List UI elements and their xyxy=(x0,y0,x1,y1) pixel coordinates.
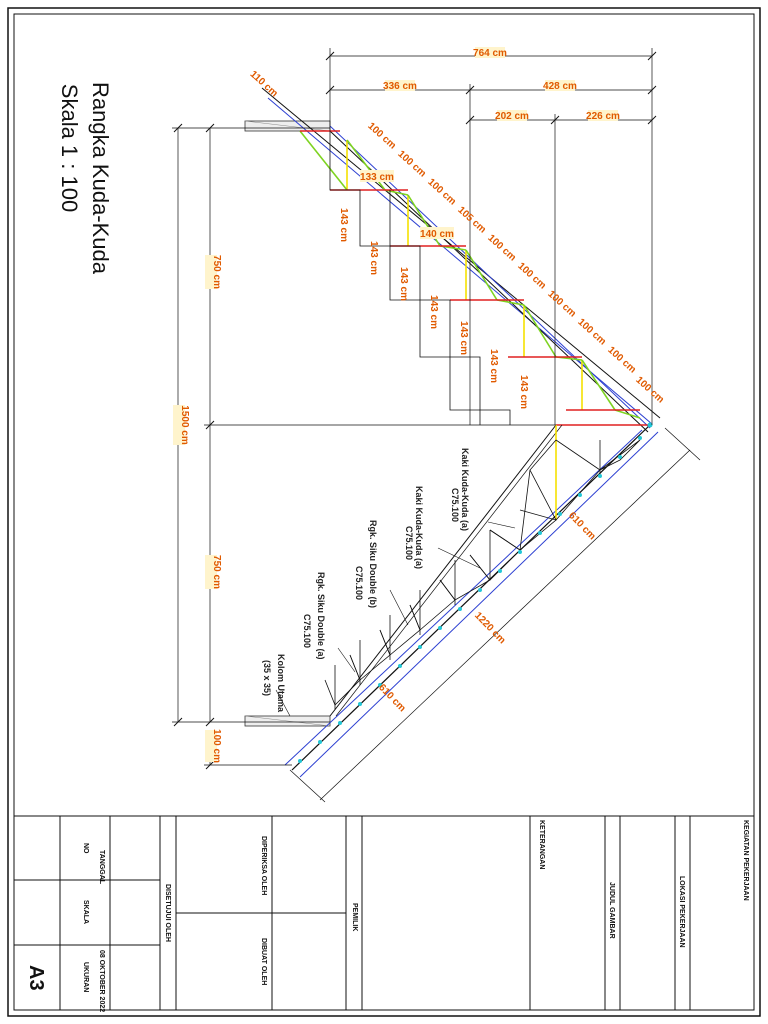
dim-riser-3: 143 cm xyxy=(398,267,409,301)
title-block-text: KEGIATAN PEKERJAAN LOKASI PEKERJAAN JUDU… xyxy=(25,820,749,1012)
lower-truss-webs xyxy=(324,425,641,710)
tb-keterangan: KETERANGAN xyxy=(538,820,545,869)
lower-top-chord xyxy=(329,424,557,717)
dim-riser-2: 143 cm xyxy=(368,241,379,275)
drawing-scale: Skala 1 : 100 xyxy=(57,84,82,212)
title-block xyxy=(13,815,755,1011)
dim-riser-7: 143 cm xyxy=(518,375,529,409)
label-kolom-name: Kolom Utama xyxy=(276,654,286,713)
dim-seg-3: 100 cm xyxy=(425,177,458,208)
truss-structure xyxy=(244,87,661,778)
label-siku-b-spec: C75.100 xyxy=(354,566,364,600)
dim-seg-4: 105 cm xyxy=(455,205,488,236)
drawing-title-group: Rangka Kuda-Kuda xyxy=(88,82,113,275)
dim-base: 100 cm xyxy=(211,729,222,763)
tb-no-label: NO xyxy=(82,843,89,854)
tb-pemilik: PEMILIK xyxy=(351,903,358,931)
dim-riser-4: 143 cm xyxy=(428,295,439,329)
upper-truss-members xyxy=(299,130,650,426)
dim-seg-7: 100 cm xyxy=(545,289,578,320)
member-labels: Kaki Kuda-Kuda (a) C75.100 Kaki Kuda-Kud… xyxy=(262,448,516,717)
tb-tanggal-value: 08 OKTOBER 2022 xyxy=(98,950,105,1012)
lower-chord-blue xyxy=(299,431,659,778)
dim-step-b: 140 cm xyxy=(420,229,454,240)
dim-seg-8: 100 cm xyxy=(575,317,608,348)
dim-left-span: 336 cm xyxy=(383,81,417,92)
tb-disetujui: DISETUJUI OLEH xyxy=(164,884,171,942)
dim-height-total: 1500 cm xyxy=(179,405,190,445)
dim-step-a: 133 cm xyxy=(360,172,394,183)
dim-lower-total: 1220 cm xyxy=(472,610,507,646)
tb-diperiksa: DIPERIKSA OLEH xyxy=(260,836,267,895)
dim-right-span: 428 cm xyxy=(543,81,577,92)
dim-lower-seg-b: 610 cm xyxy=(376,682,408,714)
dim-riser-5: 143 cm xyxy=(458,321,469,355)
tb-ukuran-label: UKURAN xyxy=(82,962,89,992)
dim-lower-seg-a: 610 cm xyxy=(566,510,598,542)
tb-lokasi: LOKASI PEKERJAAN xyxy=(678,876,685,948)
dim-overall-width: 764 cm xyxy=(473,48,507,59)
dimension-labels: 764 cm 336 cm 428 cm 202 cm 226 cm 110 c… xyxy=(173,47,666,763)
drawing-scale-group: Skala 1 : 100 xyxy=(57,84,82,212)
dim-seg-1: 100 cm xyxy=(365,121,398,152)
step-outline xyxy=(329,131,481,425)
dim-sub-b: 226 cm xyxy=(586,111,620,122)
label-siku-a-name: Rgk. Siku Double (a) xyxy=(316,572,326,660)
outer-border xyxy=(7,7,761,1017)
tb-judul: JUDUL GAMBAR xyxy=(608,882,615,939)
label-kaki-1-name: Kaki Kuda-Kuda (a) xyxy=(460,448,470,531)
dim-height-lower: 750 cm xyxy=(211,555,222,589)
dim-riser-1: 143 cm xyxy=(338,208,349,242)
dim-sub-a: 202 cm xyxy=(495,111,529,122)
dim-riser-6: 143 cm xyxy=(488,349,499,383)
dim-seg-2: 100 cm xyxy=(395,149,428,180)
tb-kegiatan: KEGIATAN PEKERJAAN xyxy=(742,820,749,901)
dim-seg-5: 100 cm xyxy=(485,233,518,264)
label-siku-b-name: Rgk. Siku Double (b) xyxy=(368,520,378,608)
tb-dibuat: DIBUAT OLEH xyxy=(260,938,267,985)
dim-overhang: 110 cm xyxy=(248,69,280,100)
label-kaki-2-name: Kaki Kuda-Kuda (a) xyxy=(414,486,424,569)
dim-seg-6: 100 cm xyxy=(515,261,548,292)
dim-seg-10: 100 cm xyxy=(633,375,666,406)
tb-sheet-size: A3 xyxy=(25,965,47,991)
tb-skala-label: SKALA xyxy=(82,900,89,924)
dim-seg-9: 100 cm xyxy=(605,345,638,376)
inner-border xyxy=(13,13,755,1011)
tb-tanggal-label: TANGGAL xyxy=(98,850,105,885)
dim-height-upper: 750 cm xyxy=(211,255,222,289)
lower-chord-main xyxy=(291,424,651,771)
label-kaki-2-spec: C75.100 xyxy=(404,526,414,560)
label-siku-a-spec: C75.100 xyxy=(302,614,312,648)
label-kolom-spec: (35 x 35) xyxy=(262,660,272,696)
bolt-markers xyxy=(298,422,653,763)
drawing-title: Rangka Kuda-Kuda xyxy=(88,82,113,275)
label-kaki-1-spec: C75.100 xyxy=(450,488,460,522)
upper-top-chord-outer xyxy=(261,87,661,419)
